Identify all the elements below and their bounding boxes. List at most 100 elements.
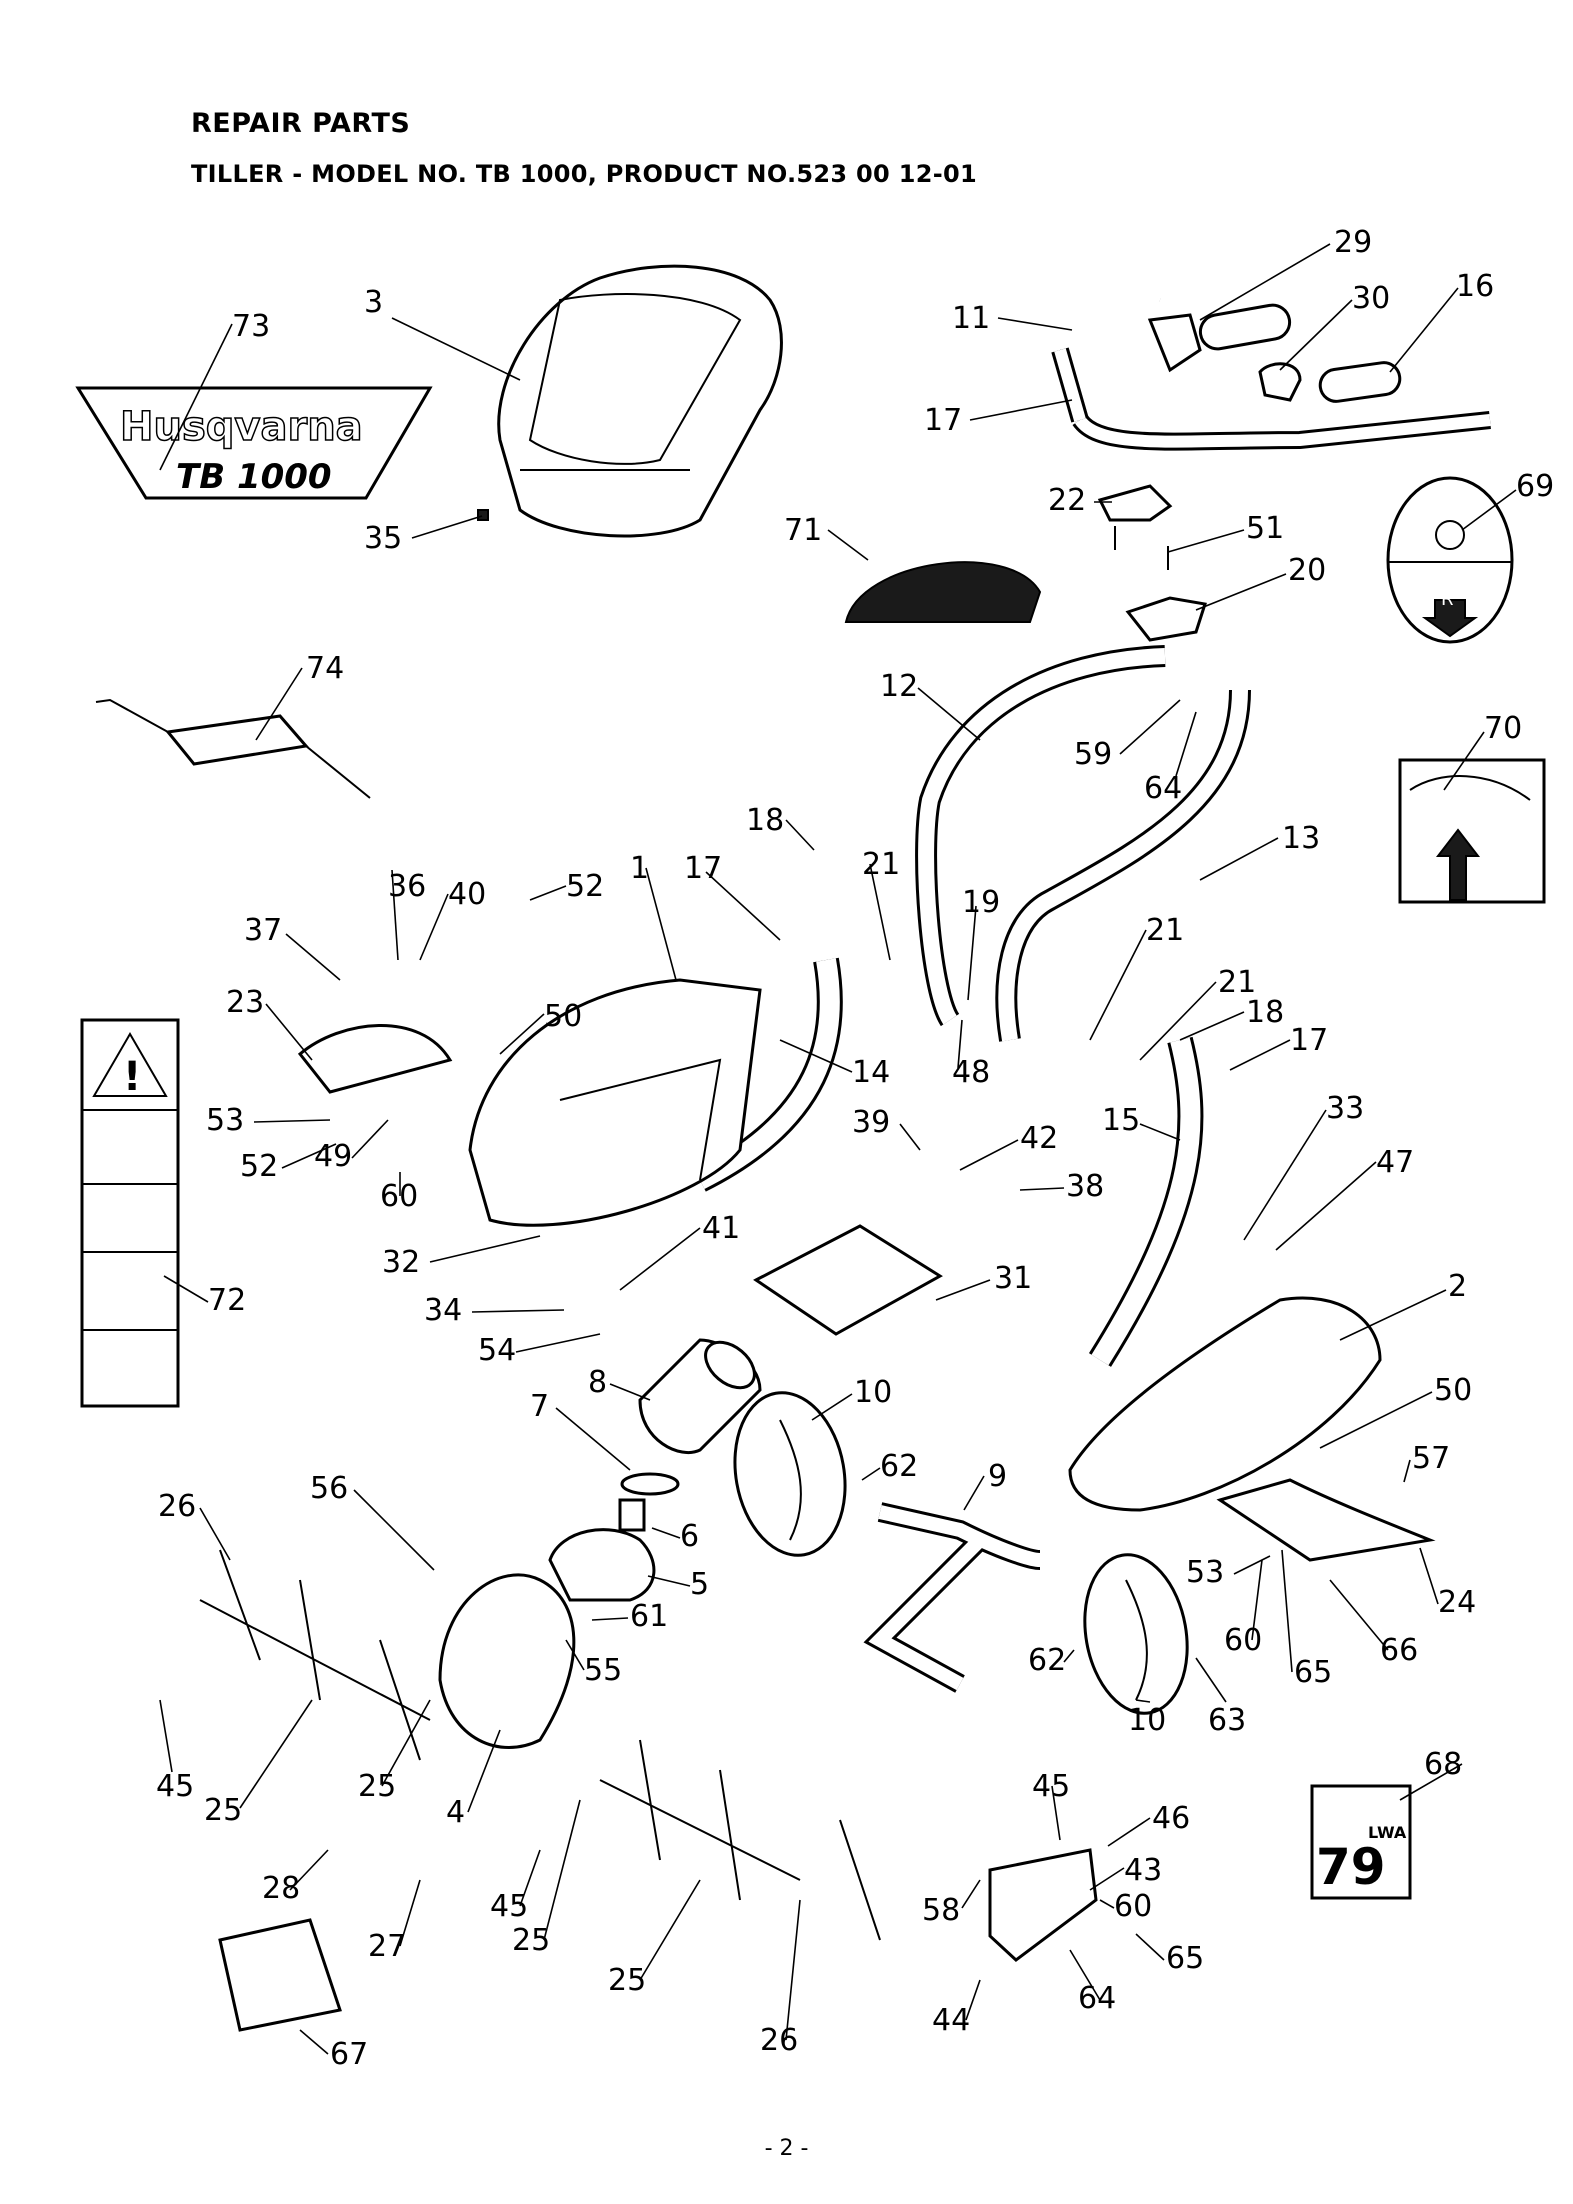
switch-housing-part (1125, 596, 1207, 642)
switch-box-part (1097, 484, 1173, 522)
callout-26: 26 (158, 1489, 196, 1524)
wheel-10a-part (733, 1391, 847, 1557)
leader-line (1195, 573, 1287, 611)
leader-line (399, 1879, 421, 1947)
leader-line (899, 1123, 921, 1151)
callout-32: 32 (382, 1245, 420, 1280)
leader-line (555, 1407, 631, 1471)
callout-7: 7 (530, 1389, 549, 1424)
callout-9: 9 (988, 1459, 1007, 1494)
leader-line (827, 529, 869, 561)
leader-line (199, 1507, 231, 1561)
callout-6: 6 (680, 1519, 699, 1554)
tine-assembly-left-part (199, 1549, 431, 1761)
callout-50: 50 (1434, 1373, 1472, 1408)
leader-line (1089, 1867, 1125, 1891)
callout-64: 64 (1144, 771, 1182, 806)
leader-line (381, 1699, 431, 1787)
page-subtitle: TILLER - MODEL NO. TB 1000, PRODUCT NO.5… (191, 160, 977, 188)
leader-line (1175, 711, 1197, 777)
screw-51-part (1114, 526, 1169, 570)
warning-decal-strip: ! (80, 1018, 180, 1408)
callout-31: 31 (994, 1261, 1032, 1296)
leader-line (1275, 1161, 1377, 1251)
leader-line (1179, 1011, 1245, 1041)
leader-line (1099, 1899, 1115, 1909)
leader-line (639, 1879, 701, 1981)
callout-60: 60 (1224, 1623, 1262, 1658)
callout-70: 70 (1484, 711, 1522, 746)
leader-line (255, 667, 303, 741)
charger-part (95, 698, 371, 799)
callout-64: 64 (1078, 1981, 1116, 2016)
leader-line (265, 1003, 313, 1061)
callout-13: 13 (1282, 821, 1320, 856)
leader-line (917, 687, 981, 741)
callout-54: 54 (478, 1333, 516, 1368)
callout-17: 17 (1290, 1023, 1328, 1058)
leader-line (1419, 1547, 1439, 1605)
leader-line (1243, 1109, 1327, 1241)
callout-23: 23 (226, 985, 264, 1020)
callout-29: 29 (1334, 225, 1372, 260)
callout-21: 21 (862, 847, 900, 882)
callout-53: 53 (1186, 1555, 1224, 1590)
leader-line (519, 1849, 541, 1907)
leader-line (861, 1467, 881, 1481)
tine-assembly-right-part (599, 1739, 881, 1941)
cover-plate-23-part (297, 1024, 453, 1094)
leader-line (299, 2029, 329, 2055)
hardware-bag-part (218, 1918, 342, 2032)
sound-level-unit: LWA (1368, 1823, 1407, 1842)
callout-50: 50 (544, 999, 582, 1034)
sound-level-value: 79 (1316, 1838, 1386, 1896)
leader-line (645, 867, 677, 981)
callout-8: 8 (588, 1365, 607, 1400)
leader-line (959, 1139, 1019, 1171)
callout-45: 45 (1032, 1769, 1070, 1804)
reverse-text: R (1441, 589, 1454, 610)
leader-line (969, 399, 1073, 421)
callout-labels: 29 3 11 30 16 73 17 22 69 35 71 51 20 74… (156, 225, 1554, 2072)
callout-67: 67 (330, 2037, 368, 2072)
leader-line (619, 1227, 701, 1291)
leader-line (1069, 1949, 1101, 2001)
leader-line (779, 1039, 853, 1073)
callout-56: 56 (310, 1471, 348, 1506)
leader-line (1233, 1555, 1271, 1575)
callout-26: 26 (760, 2023, 798, 2058)
callout-40: 40 (448, 877, 486, 912)
callout-25: 25 (358, 1769, 396, 1804)
leader-line (391, 869, 399, 961)
callout-38: 38 (1066, 1169, 1104, 1204)
leader-line (869, 863, 891, 961)
leader-line (419, 893, 449, 961)
leader-lines (159, 243, 1517, 2055)
leader-line (163, 1275, 209, 1303)
bracket-43-part (988, 1848, 1098, 1962)
leader-line (1089, 929, 1147, 1041)
callout-17: 17 (684, 851, 722, 886)
callout-17: 17 (924, 403, 962, 438)
callout-65: 65 (1294, 1655, 1332, 1690)
leader-line (785, 1899, 801, 2041)
leader-line (1339, 1289, 1447, 1341)
handlebar-part (1046, 288, 1491, 451)
frame-tube-12-part (915, 645, 1166, 1027)
callout-49: 49 (314, 1139, 352, 1174)
gear-7-part (620, 1472, 680, 1496)
callout-33: 33 (1326, 1091, 1364, 1126)
sound-level-decal: 79 LWA (1310, 1784, 1412, 1900)
callout-73: 73 (232, 309, 270, 344)
callout-47: 47 (1376, 1145, 1414, 1180)
gear-housing-part (438, 1573, 576, 1749)
page-title: REPAIR PARTS (191, 108, 411, 139)
leader-line (159, 1699, 173, 1773)
leader-line (935, 1279, 991, 1301)
leader-line (1279, 299, 1353, 371)
leader-line (1443, 731, 1485, 791)
callout-42: 42 (1020, 1121, 1058, 1156)
leader-line (963, 1475, 985, 1511)
callout-19: 19 (962, 885, 1000, 920)
